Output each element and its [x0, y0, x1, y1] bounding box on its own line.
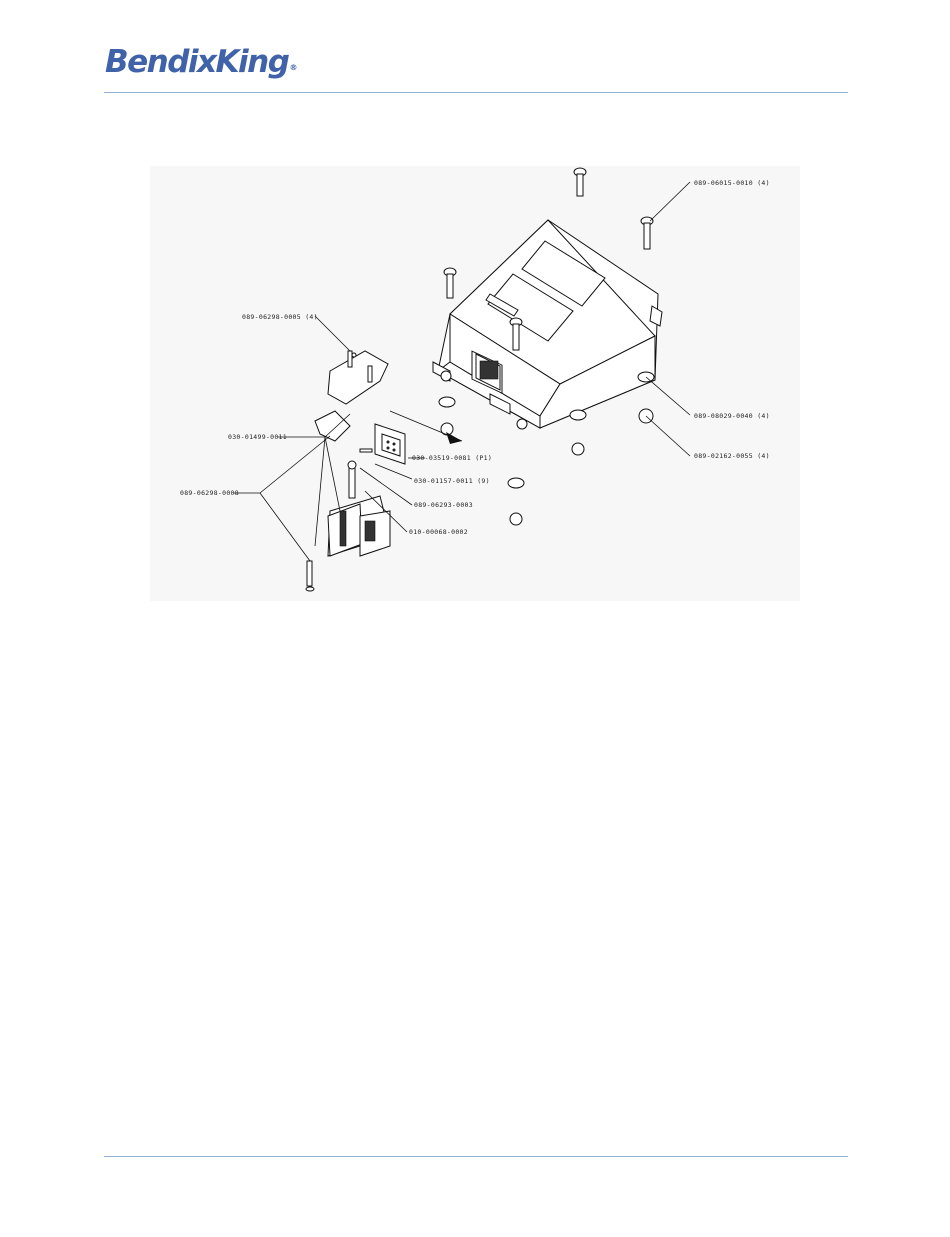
callout-connector: 030-03519-0081 (P1) — [412, 454, 492, 462]
exploded-view-drawing: 089-06015-0010 (4) 089-06298-0005 (4) 03… — [150, 166, 800, 601]
unit-housing — [433, 220, 662, 429]
callout-clamp: 010-00068-0002 — [409, 528, 468, 536]
callout-nut: 089-02162-0055 (4) — [694, 452, 770, 460]
callout-screw-bracket: 089-06298-0005 (4) — [242, 313, 318, 321]
exploded-view-svg: 089-06015-0010 (4) 089-06298-0005 (4) 03… — [150, 166, 800, 601]
header-rule — [104, 92, 848, 93]
db-connector — [360, 424, 405, 464]
bendixking-logo: BendixKing® — [105, 44, 296, 80]
bracket-assembly — [306, 351, 390, 591]
callout-screw-small: 089-06293-0003 — [414, 501, 473, 509]
callout-pin: 030-01157-0011 (9) — [414, 477, 490, 485]
callout-screw-top: 089-06015-0010 (4) — [694, 179, 770, 187]
callout-washer: 089-08029-0040 (4) — [694, 412, 770, 420]
callout-screw-clamp: 089-06298-0008 — [180, 489, 239, 497]
footer-rule — [104, 1156, 848, 1157]
callout-bracket: 030-01499-0011 — [228, 433, 287, 441]
